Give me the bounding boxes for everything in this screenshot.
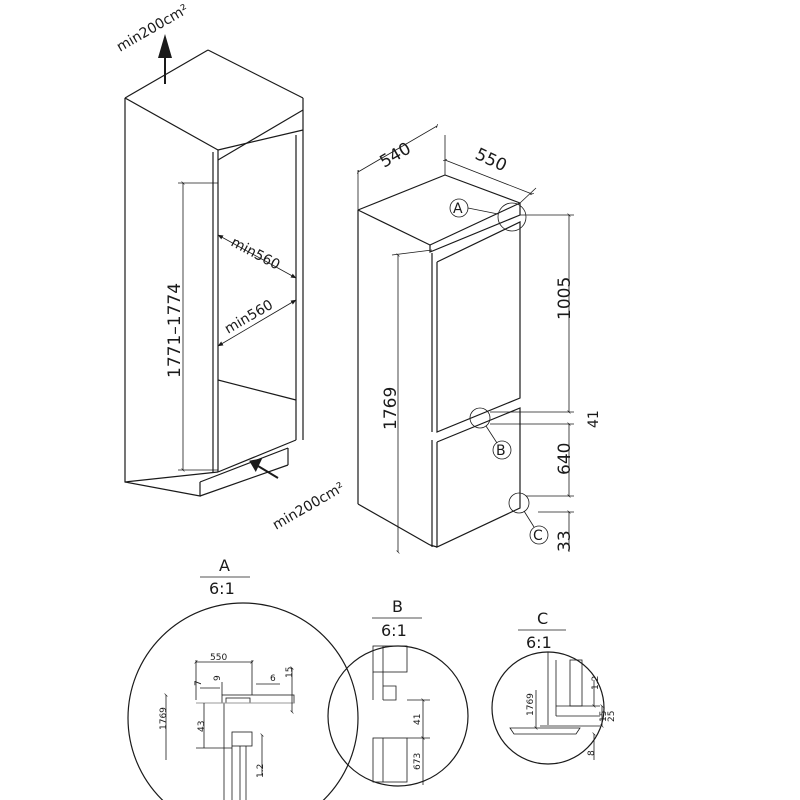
depth-lower-label: min560 — [222, 297, 276, 337]
detail-c: C 6:1 1769 1.2 15 25 8 — [491, 609, 617, 765]
gap-label: 41 — [586, 410, 602, 428]
depth-label: 550 — [472, 144, 510, 176]
detail-a-dim-1-2: 1.2 — [256, 764, 266, 778]
callout-c-label: C — [533, 528, 543, 544]
depth-upper-label: min560 — [228, 234, 282, 273]
detail-b-scale: 6:1 — [381, 621, 407, 640]
plinth-label: 33 — [555, 530, 575, 552]
detail-c-scale: 6:1 — [526, 633, 552, 652]
callout-a-label: A — [453, 201, 463, 217]
callout-b: B — [469, 407, 512, 460]
detail-a-dim-550: 550 — [210, 653, 227, 663]
appliance-depth-dimension: 550 — [442, 144, 537, 204]
lower-height-label: 640 — [555, 443, 575, 475]
width-label: 540 — [377, 139, 415, 173]
detail-a-dim-1769: 1769 — [159, 707, 169, 730]
vent-top-label: min200cm² — [114, 2, 191, 56]
detail-a-dim-9: 9 — [213, 675, 223, 681]
detail-a-dim-15: 15 — [285, 667, 295, 678]
vent-bottom-label: min200cm² — [270, 480, 347, 534]
detail-c-dim-1769: 1769 — [526, 693, 536, 716]
detail-c-dim-1-2: 1.2 — [591, 676, 601, 690]
detail-a-dim-43: 43 — [197, 721, 207, 732]
appliance-body — [357, 174, 521, 548]
niche-depth-lower: min560 — [217, 297, 297, 347]
detail-a: A 6:1 550 7 9 6 15 1769 43 1.2 — [127, 556, 359, 800]
up-arrow-icon — [158, 34, 172, 58]
detail-b-title: B — [392, 597, 403, 616]
detail-b-dim-673: 673 — [413, 753, 423, 770]
detail-c-title: C — [537, 609, 548, 628]
appliance-height-dimension: 1769 — [381, 249, 433, 554]
detail-b: B 6:1 41 673 — [327, 597, 469, 787]
detail-b-dim-41: 41 — [413, 714, 423, 725]
detail-a-title: A — [219, 556, 230, 575]
appliance-right-dimensions: 1005 41 640 33 — [490, 213, 602, 552]
detail-c-dim-15: 15 — [599, 711, 609, 722]
niche-depth-upper: min560 — [217, 234, 297, 279]
callout-b-label: B — [496, 443, 506, 459]
detail-c-dim-25: 25 — [607, 711, 617, 722]
detail-c-dim-8: 8 — [587, 750, 597, 756]
vent-bottom-indicator: min200cm² — [249, 458, 347, 534]
niche-height-label: 1771–1774 — [165, 283, 185, 378]
niche-height-dimension: 1771–1774 — [165, 181, 218, 472]
niche-cabinet — [124, 49, 304, 497]
total-height-label: 1769 — [381, 387, 401, 430]
callout-a: A — [449, 198, 527, 232]
detail-a-dim-6: 6 — [270, 674, 276, 684]
callout-c: C — [508, 492, 549, 545]
inlet-arrow-icon — [249, 458, 263, 472]
appliance-width-dimension: 540 — [357, 123, 446, 210]
vent-top-indicator: min200cm² — [114, 2, 191, 84]
detail-a-scale: 6:1 — [209, 579, 235, 598]
detail-a-dim-7: 7 — [194, 680, 204, 686]
upper-height-label: 1005 — [555, 277, 575, 320]
